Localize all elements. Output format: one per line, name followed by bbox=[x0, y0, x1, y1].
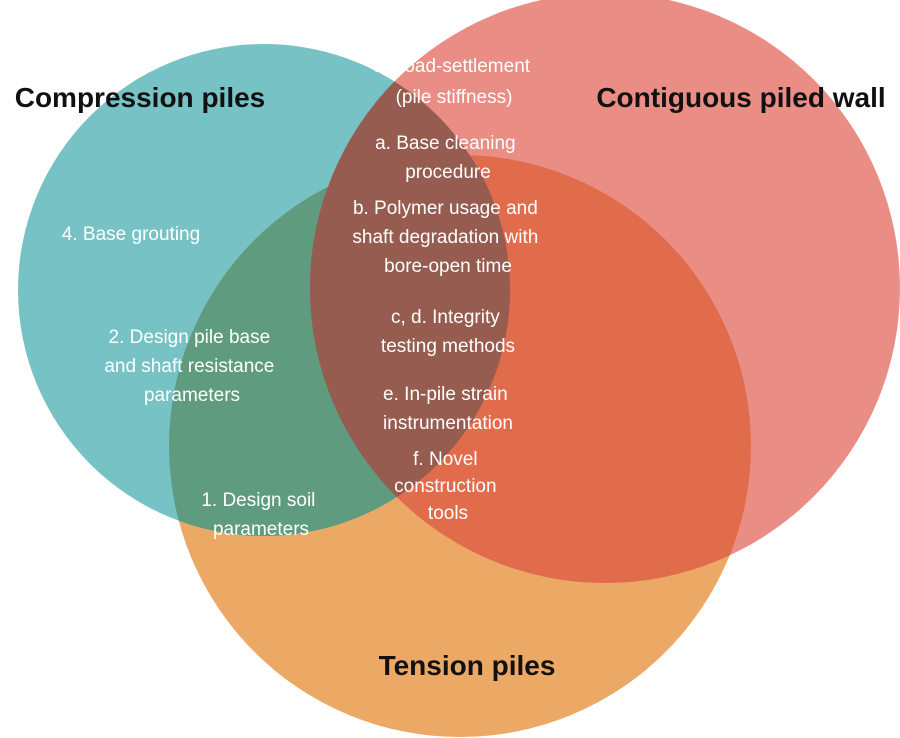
novel-tools-text: f. Novel construction tools bbox=[394, 449, 502, 524]
base-grouting-text: 4. Base grouting bbox=[62, 224, 200, 245]
load-settlement-text: 3. Load-settlement (pile stiffness) bbox=[373, 56, 536, 108]
compression-piles-label: Compression piles bbox=[15, 82, 266, 113]
polymer-text: b. Polymer usage and shaft degradation w… bbox=[352, 198, 543, 277]
contiguous-piled-wall-label: Contiguous piled wall bbox=[596, 82, 885, 113]
design-soil-text: 1. Design soil parameters bbox=[201, 490, 320, 540]
design-resistance-text: 2. Design pile base and shaft resistance… bbox=[104, 327, 279, 406]
integrity-text: c, d. Integrity testing methods bbox=[381, 307, 515, 357]
base-cleaning-text: a. Base cleaning procedure bbox=[375, 133, 521, 183]
strain-text: e. In-pile strain instrumentation bbox=[383, 384, 513, 434]
tension-piles-label: Tension piles bbox=[379, 650, 556, 681]
